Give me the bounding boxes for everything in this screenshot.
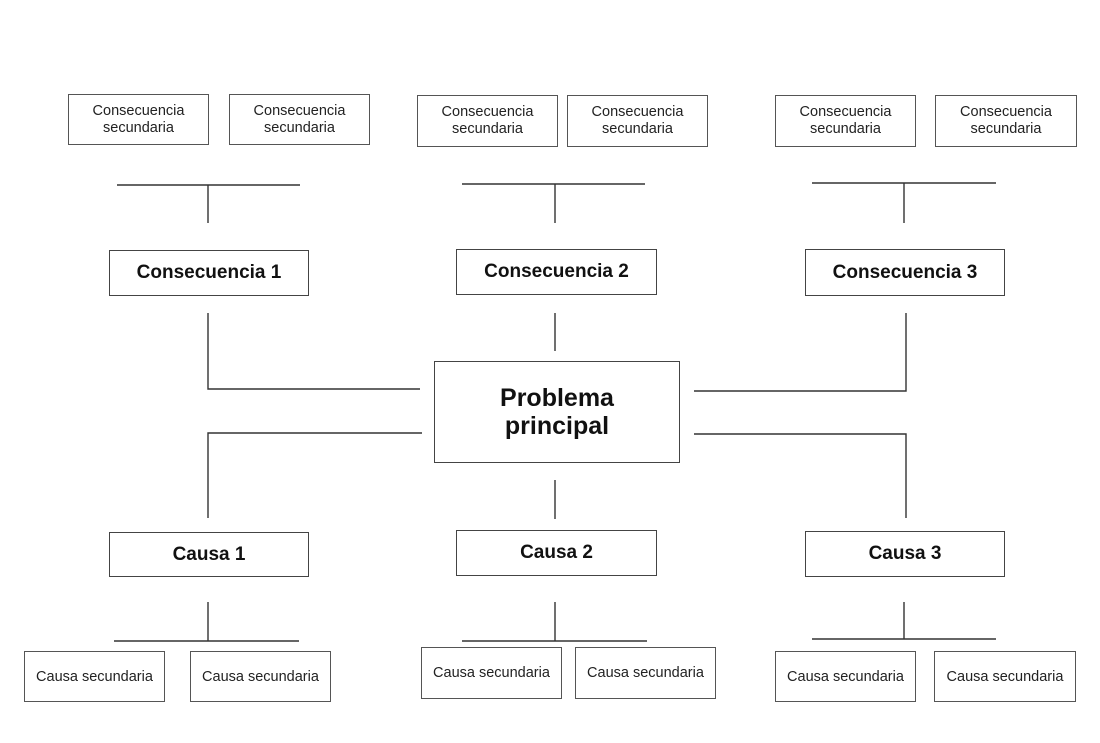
secondary-consequence-box: Consecuencia secundaria — [417, 95, 558, 147]
secondary-cause-box: Causa secundaria — [24, 651, 165, 702]
secondary-cause-box: Causa secundaria — [775, 651, 916, 702]
main-problem-box: Problema principal — [434, 361, 680, 463]
secondary-consequence-box: Consecuencia secundaria — [229, 94, 370, 145]
consequence-box: Consecuencia 1 — [109, 250, 309, 296]
secondary-consequence-box: Consecuencia secundaria — [567, 95, 708, 147]
consequence-box: Consecuencia 3 — [805, 249, 1005, 296]
cause-box: Causa 1 — [109, 532, 309, 577]
connector-line — [207, 432, 422, 518]
secondary-cause-box: Causa secundaria — [190, 651, 331, 702]
connector-line — [694, 313, 907, 392]
connector-line — [694, 433, 907, 518]
secondary-consequence-box: Consecuencia secundaria — [935, 95, 1077, 147]
secondary-consequence-box: Consecuencia secundaria — [775, 95, 916, 147]
cause-box: Causa 2 — [456, 530, 657, 576]
consequence-box: Consecuencia 2 — [456, 249, 657, 295]
cause-box: Causa 3 — [805, 531, 1005, 577]
connector-line — [207, 313, 420, 390]
secondary-cause-box: Causa secundaria — [934, 651, 1076, 702]
secondary-consequence-box: Consecuencia secundaria — [68, 94, 209, 145]
secondary-cause-box: Causa secundaria — [575, 647, 716, 699]
secondary-cause-box: Causa secundaria — [421, 647, 562, 699]
